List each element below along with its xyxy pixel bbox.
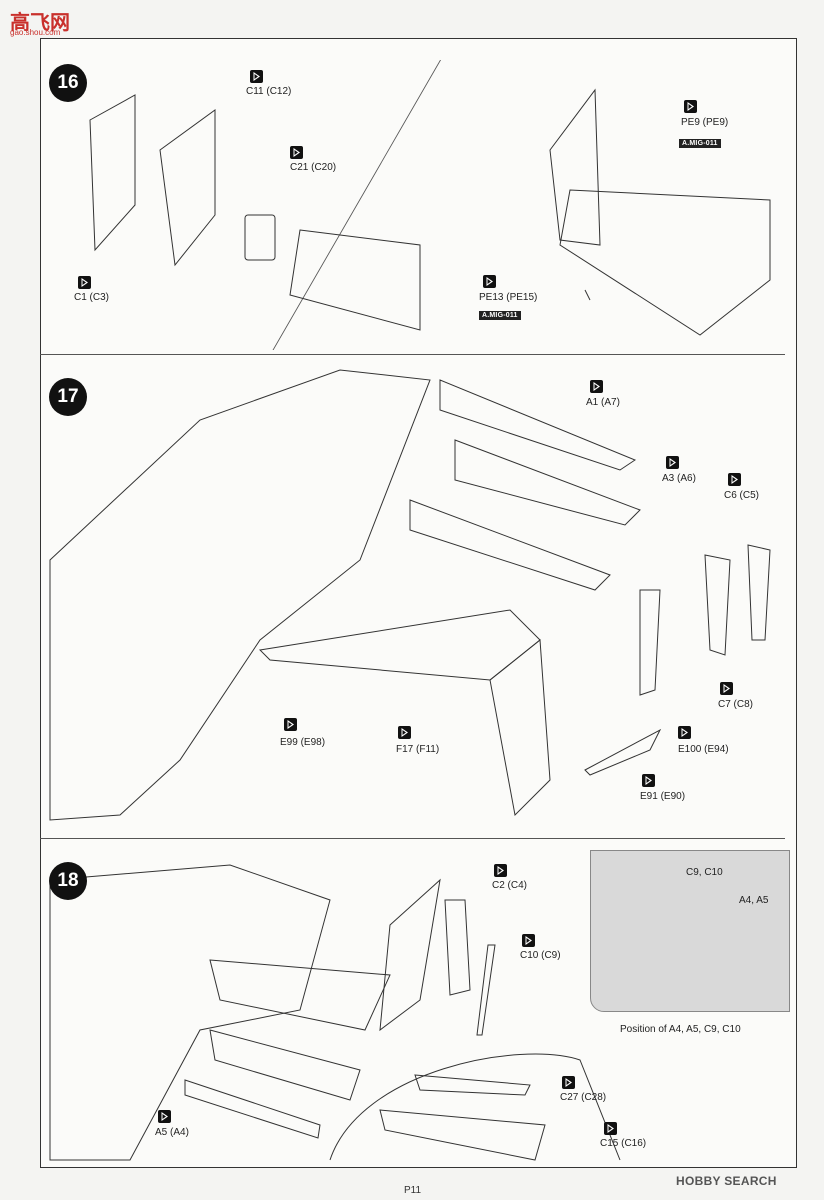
part-arrow-icon xyxy=(684,100,697,113)
part-label-c6: C6 (C5) xyxy=(724,490,760,501)
inset-caption: Position of A4, A5, C9, C10 xyxy=(620,1024,741,1035)
part-arrow-icon xyxy=(678,726,691,739)
section-divider-17-18 xyxy=(40,838,785,839)
inset-label-a4-a5: A4, A5 xyxy=(739,895,769,906)
part-label-pe13: PE13 (PE15) xyxy=(479,292,538,303)
part-label-c27: C27 (C28) xyxy=(560,1092,607,1103)
part-arrow-icon xyxy=(78,276,91,289)
part-arrow-icon xyxy=(604,1122,617,1135)
part-arrow-icon xyxy=(522,934,535,947)
part-label-a1: A1 (A7) xyxy=(586,397,620,408)
part-label-f17: F17 (F11) xyxy=(396,744,440,755)
part-arrow-icon xyxy=(590,380,603,393)
part-label-e91: E91 (E90) xyxy=(640,791,686,802)
part-label-c10: C10 (C9) xyxy=(520,950,561,961)
part-label-c21: C21 (C20) xyxy=(290,162,337,173)
part-label-e100: E100 (E94) xyxy=(678,744,729,755)
part-label-a3: A3 (A6) xyxy=(662,473,696,484)
part-arrow-icon xyxy=(642,774,655,787)
site-logo: 高飞网 gao.shou.com xyxy=(4,4,70,37)
site-logo-text: 高飞网 xyxy=(10,10,70,34)
part-arrow-icon xyxy=(483,275,496,288)
part-label-c7: C7 (C8) xyxy=(718,699,754,710)
part-arrow-icon xyxy=(398,726,411,739)
part-label-c1: C1 (C3) xyxy=(74,292,110,303)
part-arrow-icon xyxy=(494,864,507,877)
part-arrow-icon xyxy=(284,718,297,731)
section-divider-16-17 xyxy=(40,354,785,355)
part-label-pe9: PE9 (PE9) xyxy=(681,117,729,128)
mig-reference-tag: A.MIG-011 xyxy=(679,139,721,148)
position-inset: C9, C10 A4, A5 xyxy=(590,850,790,1012)
part-arrow-icon xyxy=(250,70,263,83)
part-arrow-icon xyxy=(290,146,303,159)
part-arrow-icon xyxy=(666,456,679,469)
step-18-badge: 18 xyxy=(49,862,87,900)
mig-reference-tag: A.MIG-011 xyxy=(479,311,521,320)
part-label-a5: A5 (A4) xyxy=(155,1127,189,1138)
site-logo-url: gao.shou.com xyxy=(10,28,61,37)
part-arrow-icon xyxy=(562,1076,575,1089)
page-number: P11 xyxy=(404,1185,422,1196)
step-16-badge: 16 xyxy=(49,64,87,102)
inset-label-c9-c10: C9, C10 xyxy=(686,867,723,878)
part-arrow-icon xyxy=(720,682,733,695)
part-arrow-icon xyxy=(728,473,741,486)
part-arrow-icon xyxy=(158,1110,171,1123)
step-17-badge: 17 xyxy=(49,378,87,416)
part-label-c15: C15 (C16) xyxy=(600,1138,647,1149)
watermark: HOBBY SEARCH xyxy=(676,1174,777,1188)
part-label-c11: C11 (C12) xyxy=(246,86,292,97)
part-label-c2: C2 (C4) xyxy=(492,880,528,891)
part-label-e99: E99 (E98) xyxy=(280,737,326,748)
